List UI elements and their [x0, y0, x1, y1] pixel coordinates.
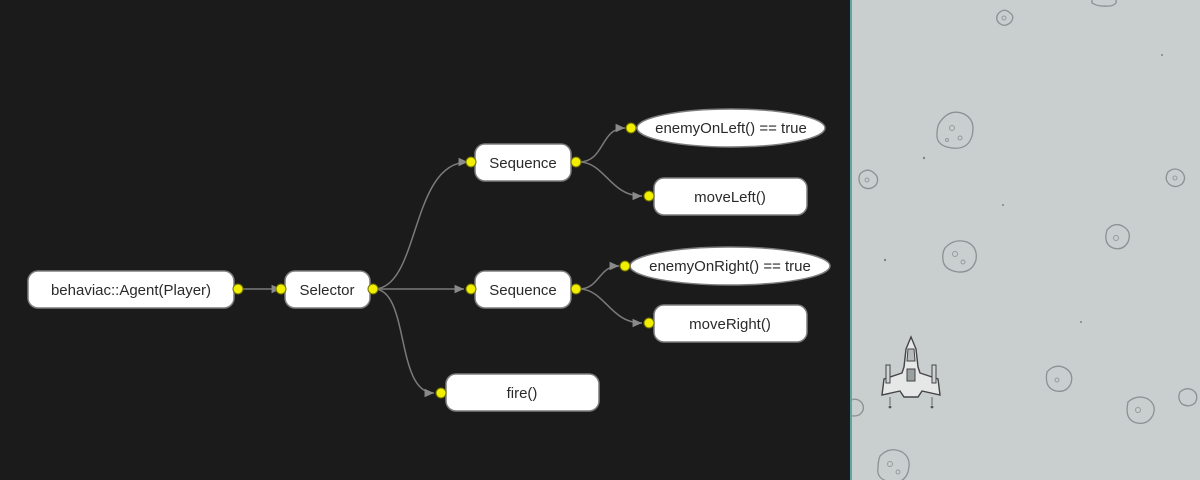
node-sequence-left-label: Sequence — [489, 155, 557, 172]
behavior-tree-canvas: behaviac::Agent(Player) Selector Sequenc… — [27, 108, 831, 412]
star — [922, 156, 926, 160]
asteroid-icon — [1091, 0, 1117, 7]
asteroid-icon — [1178, 388, 1198, 407]
node-action-move-left-label: moveLeft() — [694, 189, 766, 206]
input-port[interactable] — [435, 387, 447, 399]
asteroid-icon — [1165, 168, 1186, 188]
node-action-move-right[interactable]: moveRight() — [643, 304, 808, 343]
asteroid-icon — [936, 111, 974, 149]
input-port[interactable] — [625, 122, 637, 134]
edge-sequence-left-condition — [578, 123, 626, 163]
node-condition-enemy-on-right[interactable]: enemyOnRight() == true — [619, 246, 831, 286]
input-port[interactable] — [619, 260, 631, 272]
asteroid-icon — [1105, 223, 1130, 250]
behavior-tree-editor: behaviac::Agent(Player) Selector Sequenc… — [27, 108, 831, 412]
panel-divider[interactable] — [850, 0, 852, 480]
asteroid-icon — [877, 449, 910, 480]
node-sequence-right[interactable]: Sequence — [465, 270, 582, 309]
node-condition-enemy-on-right-label: enemyOnRight() == true — [649, 258, 811, 275]
node-action-move-left[interactable]: moveLeft() — [643, 177, 808, 216]
output-port[interactable] — [570, 283, 582, 295]
tree-edges — [240, 123, 643, 398]
node-condition-enemy-on-left-label: enemyOnLeft() == true — [655, 120, 807, 137]
star — [883, 258, 887, 262]
output-port[interactable] — [367, 283, 379, 295]
input-port[interactable] — [643, 190, 655, 202]
output-port[interactable] — [232, 283, 244, 295]
node-condition-enemy-on-left[interactable]: enemyOnLeft() == true — [625, 108, 826, 148]
node-selector-label: Selector — [299, 282, 354, 299]
input-port[interactable] — [643, 317, 655, 329]
edge-sequence-left-moveleft — [578, 161, 643, 201]
star — [1161, 54, 1163, 56]
edge-sequence-right-moveright — [578, 288, 643, 328]
edge-sequence-right-condition — [578, 261, 620, 290]
node-action-fire[interactable]: fire() — [435, 373, 600, 412]
node-selector[interactable]: Selector — [275, 270, 379, 309]
node-sequence-right-label: Sequence — [489, 282, 557, 299]
input-port[interactable] — [465, 156, 477, 168]
star — [1002, 204, 1004, 206]
node-action-move-right-label: moveRight() — [689, 316, 771, 333]
edge-selector-sequence-left — [373, 157, 469, 290]
edge-selector-fire — [373, 288, 435, 398]
output-port[interactable] — [570, 156, 582, 168]
asteroid-icon — [1045, 365, 1073, 392]
asteroid-icon — [942, 240, 977, 273]
game-view — [852, 0, 1200, 480]
asteroid-icon — [996, 9, 1014, 26]
asteroid-icon — [852, 398, 865, 417]
input-port[interactable] — [275, 283, 287, 295]
node-root-agent-label: behaviac::Agent(Player) — [51, 282, 211, 299]
player-spaceship-icon[interactable] — [881, 335, 941, 409]
asteroid-icon — [858, 169, 879, 190]
node-root-agent[interactable]: behaviac::Agent(Player) — [27, 270, 244, 309]
star — [1080, 321, 1082, 323]
node-sequence-left[interactable]: Sequence — [465, 143, 582, 182]
input-port[interactable] — [465, 283, 477, 295]
asteroid-icon — [1126, 396, 1155, 424]
game-canvas — [852, 0, 1198, 480]
node-action-fire-label: fire() — [507, 385, 538, 402]
